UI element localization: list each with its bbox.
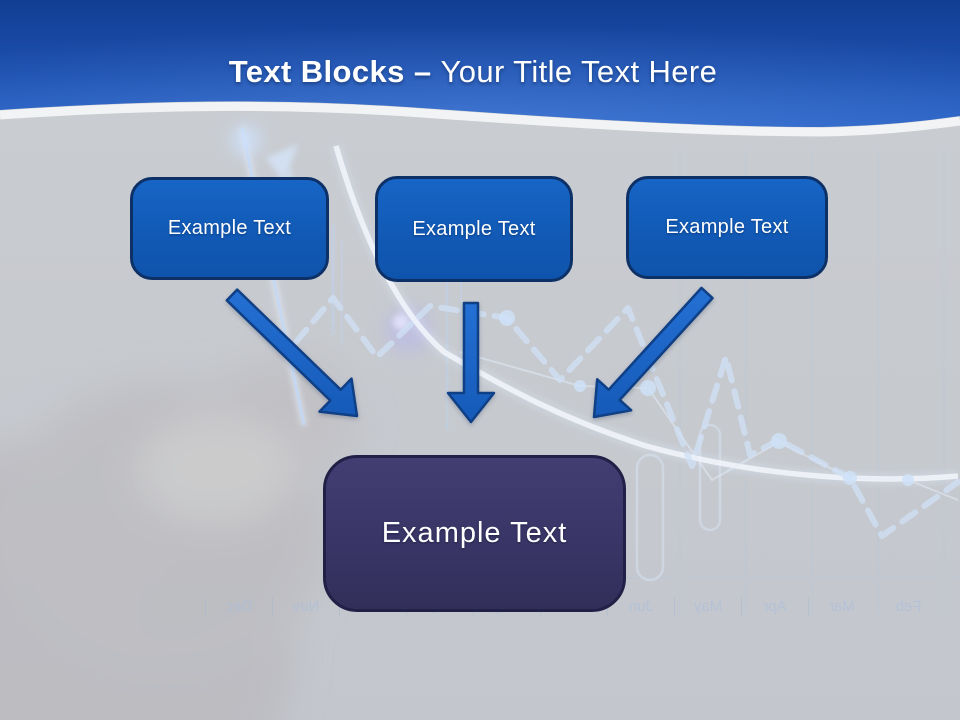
month-label: Dec <box>205 597 272 616</box>
title-bold-text: Text Blocks <box>228 54 405 89</box>
result-block[interactable]: Example Text <box>323 455 626 612</box>
month-label: May <box>674 597 741 616</box>
arrow-down-left-icon <box>592 286 714 419</box>
text-block-1[interactable]: Example Text <box>130 177 329 280</box>
arrow-down-icon <box>446 301 496 424</box>
text-block-1-label: Example Text <box>167 217 292 239</box>
month-label: Feb <box>895 598 922 615</box>
hand-silhouette <box>0 357 364 720</box>
title-separator: – <box>413 54 432 89</box>
result-block-label: Example Text <box>381 517 568 549</box>
month-label: Mar <box>808 597 875 616</box>
text-block-2[interactable]: Example Text <box>375 176 573 282</box>
text-block-2-label: Example Text <box>412 217 536 240</box>
month-label: Nov <box>272 597 339 616</box>
header-wave-stripe <box>0 101 960 137</box>
arrow-down-right-icon <box>225 288 359 418</box>
month-label: Apr <box>741 597 808 616</box>
capsule-outlines <box>635 423 722 582</box>
title-regular-text: Your Title Text Here <box>440 54 718 89</box>
text-block-3-label: Example Text <box>665 216 789 238</box>
slide-title: Text Blocks–Your Title Text Here <box>0 54 960 90</box>
text-block-3[interactable]: Example Text <box>626 176 828 279</box>
